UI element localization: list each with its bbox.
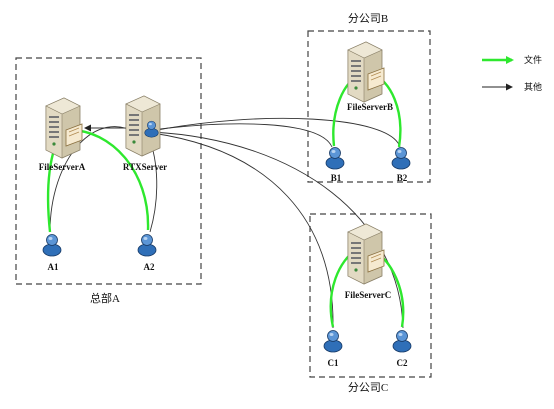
rtx-link-b2 bbox=[151, 117, 401, 148]
rtx-server-node: RTXServer bbox=[123, 95, 167, 172]
branch-b-group-box bbox=[307, 30, 431, 183]
fileserver-c-label: FileServerC bbox=[345, 290, 391, 300]
branch-b-group-title: 分公司B bbox=[348, 12, 388, 25]
hq-group-box bbox=[15, 57, 202, 285]
user-c1-label: C1 bbox=[328, 358, 339, 368]
user-c2-node: C2 bbox=[392, 330, 412, 368]
rtx-link-c1 bbox=[151, 132, 334, 329]
rtx-server-label: RTXServer bbox=[123, 162, 167, 172]
rtx-link-b1 bbox=[151, 123, 333, 148]
legend: 文件 其他 bbox=[482, 54, 542, 92]
fileserver-a-label: FileServerA bbox=[39, 162, 86, 172]
branch-c-group-box bbox=[309, 213, 432, 378]
user-c1-node: C1 bbox=[323, 330, 343, 368]
user-b1-node: B1 bbox=[325, 147, 345, 183]
user-a2-node: A2 bbox=[137, 234, 157, 272]
rtx-link-c2 bbox=[151, 131, 404, 329]
legend-file-label: 文件 bbox=[524, 54, 542, 65]
user-b1-label: B1 bbox=[331, 173, 342, 183]
user-a2-label: A2 bbox=[144, 262, 155, 272]
fileserver-a-node: FileServerA bbox=[39, 97, 86, 172]
fileserver-c-node: FileServerC bbox=[345, 223, 391, 300]
file-link-a2 bbox=[68, 126, 150, 231]
fileserver-b-label: FileServerB bbox=[347, 102, 393, 112]
branch-c-group-title: 分公司C bbox=[348, 381, 388, 394]
user-b2-node: B2 bbox=[391, 147, 411, 183]
user-a1-label: A1 bbox=[48, 262, 59, 272]
user-a1-node: A1 bbox=[42, 234, 62, 272]
rtx-link-a2 bbox=[149, 139, 158, 233]
fileserver-b-node: FileServerB bbox=[347, 41, 393, 112]
legend-other-label: 其他 bbox=[524, 81, 542, 92]
user-b2-label: B2 bbox=[397, 173, 408, 183]
user-c2-label: C2 bbox=[397, 358, 408, 368]
hq-group-title: 总部A bbox=[90, 291, 120, 305]
